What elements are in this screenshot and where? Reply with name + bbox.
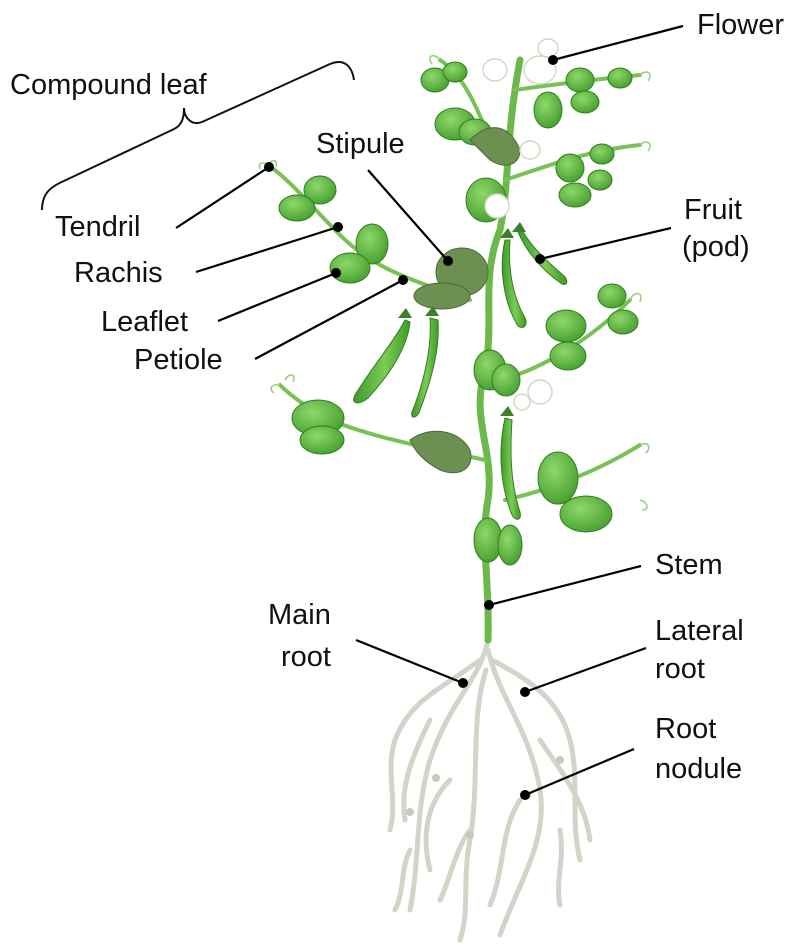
leader-lines (176, 26, 683, 795)
fruit-label-line2: (pod) (682, 230, 750, 264)
compound-leaf-label: Compound leaf (10, 68, 207, 102)
tendril-label: Tendril (55, 210, 140, 244)
leaflet-leader (218, 273, 336, 321)
root-nodule-label-line1: Root (655, 712, 716, 746)
main-root-label-line2: root (281, 640, 331, 674)
tendril-leader (176, 167, 269, 228)
flower-label: Flower (697, 8, 784, 42)
main-root-leader (356, 640, 463, 683)
rachis-label: Rachis (74, 256, 163, 290)
stem-leader (489, 566, 641, 605)
stipule-label: Stipule (316, 127, 405, 161)
petiole-leader (255, 280, 403, 359)
fruit-label-line1: Fruit (684, 193, 742, 227)
lateral-root-label-line1: Lateral (655, 614, 744, 648)
flower-leader (553, 26, 683, 60)
lateral-root-label-line2: root (655, 652, 705, 686)
lateral-root-leader (525, 648, 646, 692)
root-nodule-leader (525, 749, 634, 795)
root-nodule-label-line2: nodule (655, 752, 742, 786)
fruit-leader (540, 228, 671, 259)
rachis-leader (196, 227, 338, 272)
leaflet-label: Leaflet (101, 305, 188, 339)
main-root-label-line1: Main (268, 598, 331, 632)
root-system (390, 640, 590, 940)
petiole-label: Petiole (134, 343, 223, 377)
stem-label: Stem (655, 548, 723, 582)
